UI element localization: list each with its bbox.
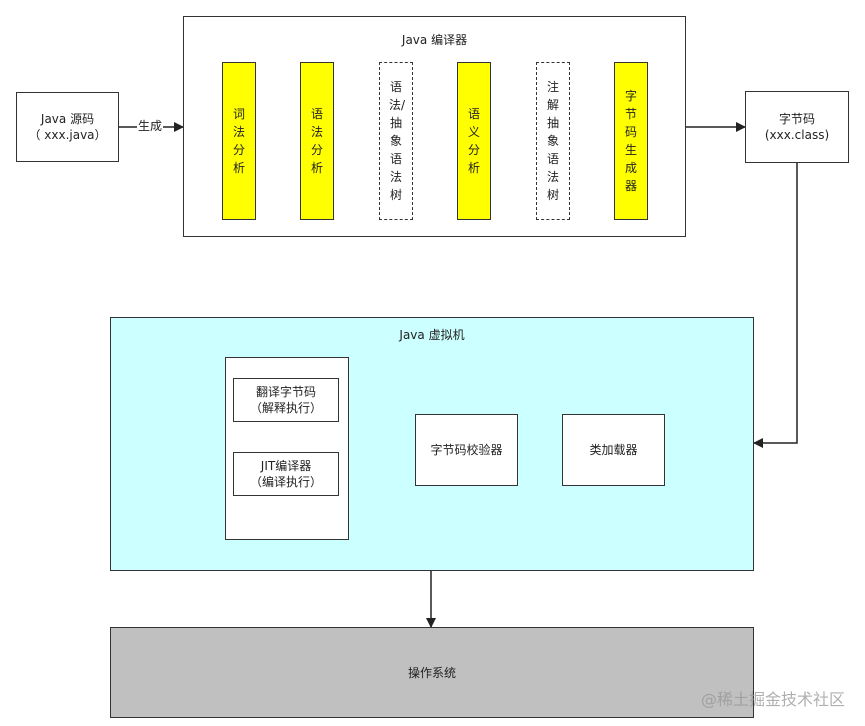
jvm-title: Java 虚拟机 [399,328,465,342]
bytecode-file: (xxx.class) [764,128,830,142]
jit-compiler-title: JIT编译器 [260,459,312,473]
operating-system-box: 操作系统 [110,627,754,718]
interpreter-box: 翻译字节码 （解释执行） [233,378,339,422]
compiler-stage-5: 注解抽象语法树 [536,62,570,220]
watermark: @稀土掘金技术社区 [700,690,845,709]
bytecode-title: 字节码 [778,112,815,126]
jit-compiler-box: JIT编译器 （编译执行） [233,452,339,496]
compiler-stage-6: 字节码生成器 [614,62,648,220]
compiler-stage-label: 语义分析 [467,107,480,175]
java-source-title: Java 源码 [40,112,95,126]
compiler-stage-label: 字节码生成器 [624,89,637,193]
compiler-stage-label: 语法/抽象语法树 [389,80,406,202]
class-loader-box: 类加载器 [562,414,665,486]
java-source-file: （ xxx.java） [28,128,107,142]
compiler-stage-3: 语法/抽象语法树 [379,62,413,220]
bytecode-verifier-label: 字节码校验器 [430,443,503,457]
bytecode-box: 字节码 (xxx.class) [745,91,849,163]
operating-system-label: 操作系统 [407,665,456,680]
java-source-box: Java 源码 （ xxx.java） [16,92,119,162]
java-compiler-title: Java 编译器 [401,33,468,47]
bytecode-verifier-box: 字节码校验器 [415,414,518,486]
generate-label: 生成 [137,118,164,134]
compiler-stage-4: 语义分析 [457,62,491,220]
compiler-stage-1: 词法分析 [222,62,256,220]
jit-compiler-subtitle: （编译执行） [249,475,322,489]
java-compiler-box: Java 编译器 [183,16,686,237]
interpreter-title: 翻译字节码 [255,385,316,399]
compiler-stage-label: 注解抽象语法树 [546,80,559,202]
compiler-stage-label: 词法分析 [232,107,245,175]
class-loader-label: 类加载器 [589,443,638,457]
compiler-stage-label: 语法分析 [310,107,323,175]
arrow-bytecode-to-jvm [753,163,798,448]
interpreter-subtitle: （解释执行） [249,401,322,415]
compiler-stage-2: 语法分析 [300,62,334,220]
